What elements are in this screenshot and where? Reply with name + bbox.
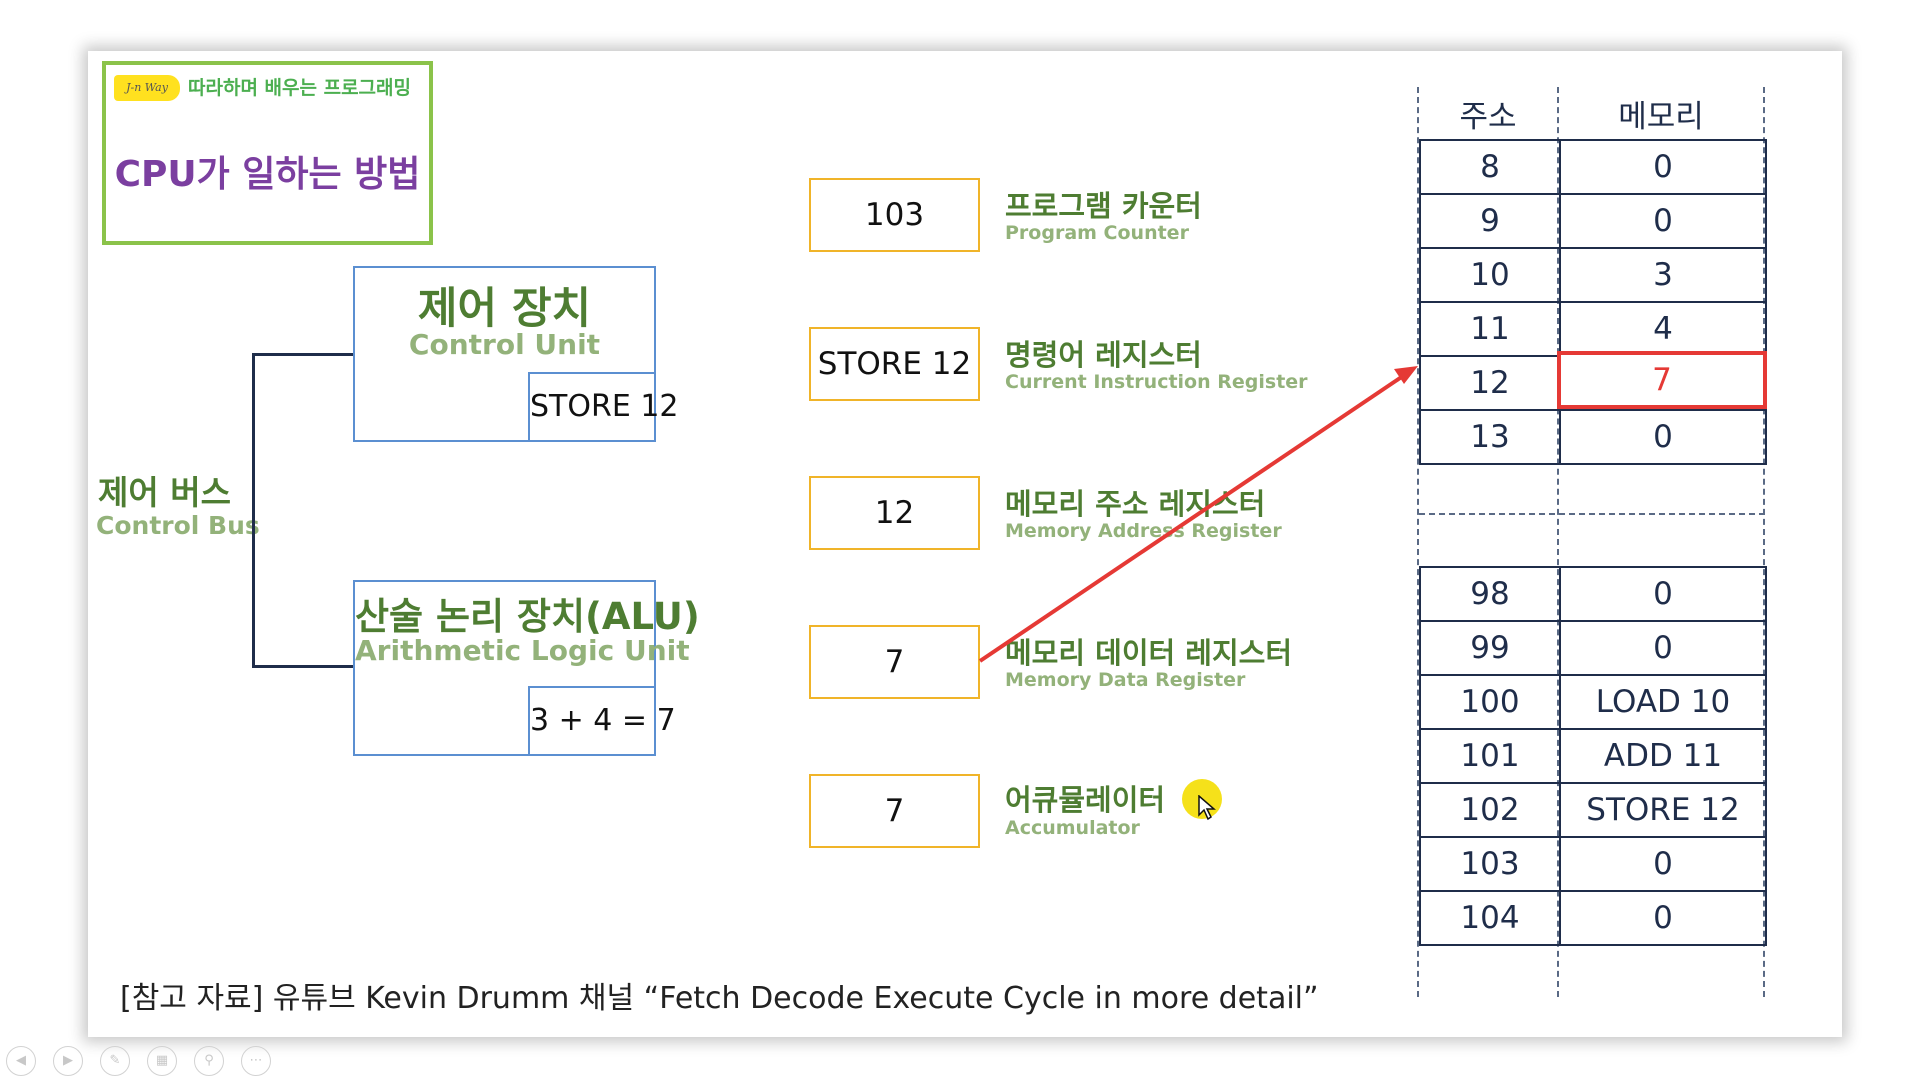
memory-value-cell: 0 — [1559, 620, 1767, 676]
arrow-head-icon — [1394, 366, 1418, 384]
control-bus-line-bottom — [252, 665, 354, 668]
table-row: 98 0 — [1419, 566, 1767, 622]
table-row: 13 0 — [1419, 409, 1767, 465]
zoom-icon[interactable]: ⚲ — [194, 1046, 224, 1076]
memory-value-cell: 0 — [1559, 193, 1767, 249]
memory-address-cell: 9 — [1419, 193, 1561, 249]
table-row: 99 0 — [1419, 620, 1767, 676]
memory-address-cell: 10 — [1419, 247, 1561, 303]
memory-data-register-label: 메모리 데이터 레지스터 — [1005, 636, 1292, 670]
alu-calculation: 3 + 4 = 7 — [528, 686, 676, 756]
highlighted-memory-cell: 7 — [1557, 351, 1767, 409]
memory-value-cell: 0 — [1559, 890, 1767, 946]
memory-gap-divider — [1419, 513, 1765, 515]
memory-value-cell: LOAD 10 — [1559, 674, 1767, 730]
table-row: 8 0 — [1419, 139, 1767, 195]
memory-address-cell: 104 — [1419, 890, 1561, 946]
logo: J-n Way — [114, 75, 180, 101]
memory-address-register-box: 12 — [809, 476, 980, 550]
memory-value-cell: 0 — [1559, 566, 1767, 622]
channel-subtitle: 따라하며 배우는 프로그래밍 — [188, 77, 411, 99]
control-bus-label: 제어 버스 — [98, 473, 231, 512]
previous-icon[interactable]: ◀ — [6, 1046, 36, 1076]
table-row: 11 4 — [1419, 301, 1767, 357]
control-unit-title-en: Control Unit — [408, 328, 601, 361]
memory-address-cell: 8 — [1419, 139, 1561, 195]
instruction-register-box: STORE 12 — [809, 327, 980, 401]
memory-value-cell: 0 — [1559, 836, 1767, 892]
memory-address-register-label-en: Memory Address Register — [1005, 520, 1282, 542]
memory-address-cell: 13 — [1419, 409, 1561, 465]
table-row: 100 LOAD 10 — [1419, 674, 1767, 730]
memory-value-cell: ADD 11 — [1559, 728, 1767, 784]
memory-data-register-label-en: Memory Data Register — [1005, 669, 1246, 691]
control-unit-title: 제어 장치 — [417, 284, 592, 334]
memory-address-cell: 102 — [1419, 782, 1561, 838]
mouse-cursor-icon — [1198, 795, 1216, 821]
control-bus-line-vertical — [252, 353, 255, 667]
more-icon[interactable]: ⋯ — [241, 1046, 271, 1076]
program-counter-label: 프로그램 카운터 — [1005, 189, 1202, 223]
next-icon[interactable]: ▶ — [53, 1046, 83, 1076]
memory-value-cell: 4 — [1559, 301, 1767, 357]
reference-caption: [참고 자료] 유튜브 Kevin Drumm 채널 “Fetch Decode… — [120, 981, 1319, 1016]
memory-table-top: 8 0 9 0 10 3 11 4 12 7 13 0 — [1419, 139, 1767, 465]
memory-data-register-box: 7 — [809, 625, 980, 699]
memory-value-cell: STORE 12 — [1559, 782, 1767, 838]
memory-address-cell: 98 — [1419, 566, 1561, 622]
memory-value-cell: 0 — [1559, 409, 1767, 465]
alu-box: 산술 논리 장치(ALU) Arithmetic Logic Unit 3 + … — [353, 580, 700, 756]
table-row: 10 3 — [1419, 247, 1767, 303]
memory-column-divider-left — [1417, 87, 1419, 997]
program-counter-box: 103 — [809, 178, 980, 252]
control-unit-box: 제어 장치 Control Unit STORE 12 — [353, 266, 679, 442]
memory-address-register-label: 메모리 주소 레지스터 — [1005, 487, 1266, 521]
pen-icon[interactable]: ✎ — [100, 1046, 130, 1076]
title-box: J-n Way 따라하며 배우는 프로그래밍 CPU가 일하는 방법 — [102, 61, 433, 245]
table-row: 101 ADD 11 — [1419, 728, 1767, 784]
slide-title: CPU가 일하는 방법 — [114, 154, 421, 195]
accumulator-label: 어큐뮬레이터 — [1005, 783, 1166, 817]
memory-column-divider-middle — [1557, 87, 1559, 997]
alu-title: 산술 논리 장치(ALU) — [355, 595, 700, 638]
memory-address-cell: 101 — [1419, 728, 1561, 784]
accumulator-label-en: Accumulator — [1005, 817, 1140, 839]
table-row: 9 0 — [1419, 193, 1767, 249]
memory-address-cell: 12 — [1419, 355, 1561, 411]
slides-icon[interactable]: ▦ — [147, 1046, 177, 1076]
slide: J-n Way 따라하며 배우는 프로그래밍 CPU가 일하는 방법 제어 버스… — [88, 51, 1842, 1037]
address-column-header: 주소 — [1459, 99, 1517, 135]
accumulator-box: 7 — [809, 774, 980, 848]
memory-value-cell: 0 — [1559, 139, 1767, 195]
instruction-register-label-en: Current Instruction Register — [1005, 371, 1308, 393]
memory-column-header: 메모리 — [1618, 99, 1704, 135]
control-bus-line-top — [252, 353, 354, 356]
memory-column-divider-right — [1763, 87, 1765, 997]
memory-table-bottom: 98 0 99 0 100 LOAD 10 101 ADD 11 102 STO… — [1419, 566, 1767, 946]
alu-title-en: Arithmetic Logic Unit — [355, 634, 690, 667]
instruction-register-label: 명령어 레지스터 — [1005, 338, 1202, 372]
program-counter-label-en: Program Counter — [1005, 222, 1189, 244]
table-row: 104 0 — [1419, 890, 1767, 946]
memory-value-cell: 3 — [1559, 247, 1767, 303]
control-bus-label-en: Control Bus — [96, 511, 260, 540]
memory-address-cell: 103 — [1419, 836, 1561, 892]
memory-address-cell: 11 — [1419, 301, 1561, 357]
control-unit-instruction: STORE 12 — [528, 372, 679, 442]
memory-address-cell: 100 — [1419, 674, 1561, 730]
table-row: 103 0 — [1419, 836, 1767, 892]
memory-address-cell: 99 — [1419, 620, 1561, 676]
table-row: 102 STORE 12 — [1419, 782, 1767, 838]
